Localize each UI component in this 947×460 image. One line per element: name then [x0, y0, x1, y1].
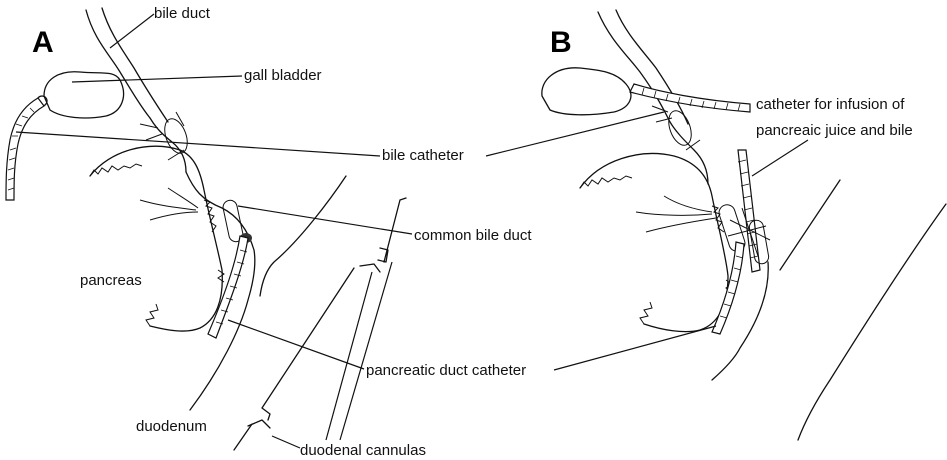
panel-a-duodenum-wall-right [260, 176, 346, 296]
leader-bile-catheter-a [16, 132, 380, 156]
leader-duodenal-cannulas-a [272, 436, 300, 448]
label-common-bile-duct: common bile duct [414, 227, 532, 244]
panel-a-duct-loop [160, 116, 191, 157]
panel-b-gall-bladder [542, 68, 631, 115]
label-pancreatic-duct-catheter: pancreatic duct catheter [366, 362, 526, 379]
panel-b: B [542, 10, 946, 440]
panel-a-bile-catheter [6, 98, 44, 200]
panel-b-pancreatic-duct [636, 196, 716, 232]
label-duodenal-cannulas: duodenal cannulas [300, 442, 426, 459]
label-infusion-catheter-line2: pancreaic juice and bile [756, 122, 913, 139]
panel-b-bile-duct-outer [616, 10, 688, 124]
panel-a: A [6, 8, 406, 450]
leader-bile-catheter-b [486, 112, 664, 156]
panel-a-duct-branch [150, 118, 186, 172]
leader-pancreatic-duct-catheter-a [228, 320, 364, 369]
panel-a-letter: A [32, 26, 54, 59]
label-bile-catheter: bile catheter [382, 147, 464, 164]
panel-b-duodenum-wall-right [780, 180, 840, 270]
panel-b-pancreas-lobules [580, 176, 732, 324]
label-duodenum: duodenum [136, 418, 207, 435]
panel-b-bile-catheter [630, 84, 750, 112]
panel-a-duodenum-wall-left [186, 172, 255, 410]
panel-a-pancreatic-duct [140, 188, 198, 220]
panel-a-cannula-3 [234, 420, 270, 450]
label-bile-duct: bile duct [154, 5, 211, 22]
leader-bile-duct [110, 14, 154, 48]
panel-b-duct-loop [664, 108, 695, 149]
panel-a-pancreas [90, 146, 222, 331]
panel-a-bile-duct-outer [102, 8, 168, 122]
leader-pancreatic-duct-catheter-b [554, 326, 716, 370]
panel-b-pancreas [580, 154, 728, 332]
leader-gall-bladder [72, 76, 242, 82]
label-pancreas: pancreas [80, 272, 142, 289]
panel-a-bile-duct [86, 10, 150, 118]
leader-duodenal-cannulas-c [340, 262, 392, 440]
panel-a-pancreatic-duct-catheter [208, 236, 248, 338]
leader-infusion-catheter [752, 140, 808, 176]
leader-common-bile-duct [238, 206, 412, 234]
panel-b-duodenum-far-wall [798, 204, 946, 440]
label-infusion-catheter-line1: catheter for infusion of [756, 96, 905, 113]
panel-b-letter: B [550, 26, 572, 59]
panel-a-cannula-1 [378, 198, 406, 262]
label-gall-bladder: gall bladder [244, 67, 322, 84]
panel-b-pancreatic-duct-catheter [712, 242, 744, 334]
labels: bile duct gall bladder bile catheter com… [16, 5, 913, 459]
panel-a-cannula-2 [262, 264, 380, 420]
panel-a-gall-bladder [44, 72, 124, 118]
panel-b-bile-duct [598, 12, 670, 122]
